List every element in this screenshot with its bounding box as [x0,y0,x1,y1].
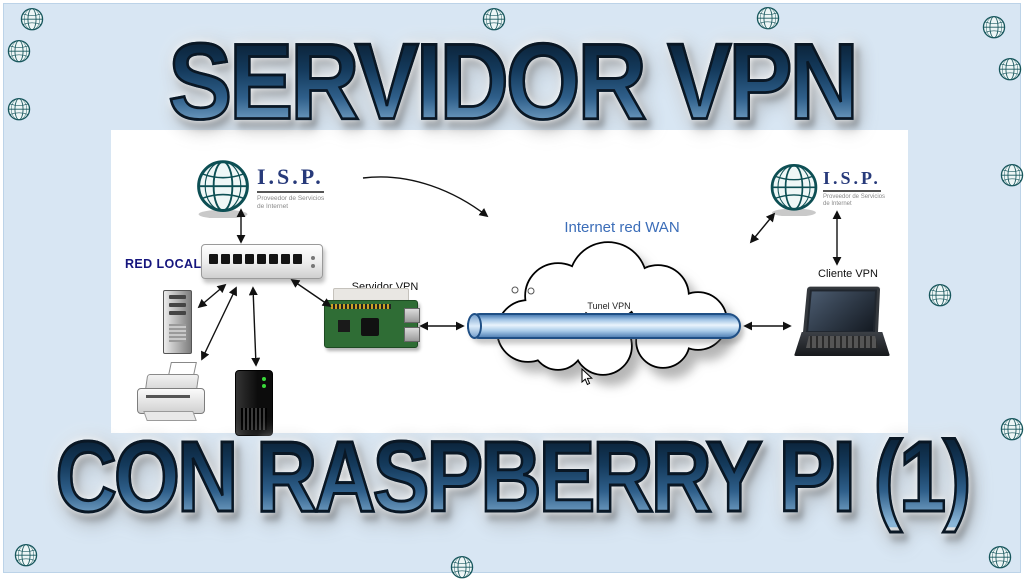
title-servidor-vpn: SERVIDOR VPN [3,27,1021,137]
isp-right-subtitle-2: de Internet [823,201,852,208]
globe-icon [988,545,1012,569]
laptop-icon [794,286,890,358]
mouse-cursor-icon [581,368,593,386]
network-switch-icon [201,244,323,279]
isp-right-logo: I.S.P. Proveedor de Servicios de Interne… [823,168,885,208]
tunnel-label: Tunel VPN [587,301,631,311]
globe-icon [450,555,474,579]
diagram-panel: Tunel VPN Internet red WAN I.S.P. Provee… [111,130,908,436]
isp-left-title: I.S.P. [257,164,324,193]
cloud-icon [496,241,728,376]
arrow-curved-to-wan [362,176,489,218]
nas-server-icon [235,370,273,436]
printer-icon [137,362,205,422]
isp-left-subtitle-2: de Internet [257,202,289,210]
globe-icon [1000,163,1024,187]
isp-right-subtitle-1: Proveedor de Servicios [823,194,886,200]
desktop-pc-icon [163,290,192,354]
arrow-switch-printer [201,286,237,361]
tunnel-end-cap [467,313,482,339]
isp-right-title: I.S.P. [823,168,881,192]
switch-ports [209,254,302,264]
globe-icon [928,283,952,307]
globe-icon [14,543,38,567]
arrow-switch-pc [197,283,227,309]
isp-right-globe-icon [770,164,818,216]
wan-label: Internet red WAN [564,219,680,236]
vpn-tunnel-icon [467,313,741,339]
cliente-vpn-label: Cliente VPN [818,268,878,280]
title-con-raspberry-pi: CON RASPBERRY PI (1) [3,426,1021,529]
isp-left-subtitle-1: Proveedor de Servicios [257,195,325,202]
arrow-cloud-isp [749,212,776,244]
isp-left-globe-icon [197,160,249,218]
isp-left-logo: I.S.P. Proveedor de Servicios de Interne… [257,164,324,211]
raspberry-pi-icon [324,300,420,348]
red-local-label: RED LOCAL [125,257,202,271]
arrow-switch-nas [248,286,261,367]
